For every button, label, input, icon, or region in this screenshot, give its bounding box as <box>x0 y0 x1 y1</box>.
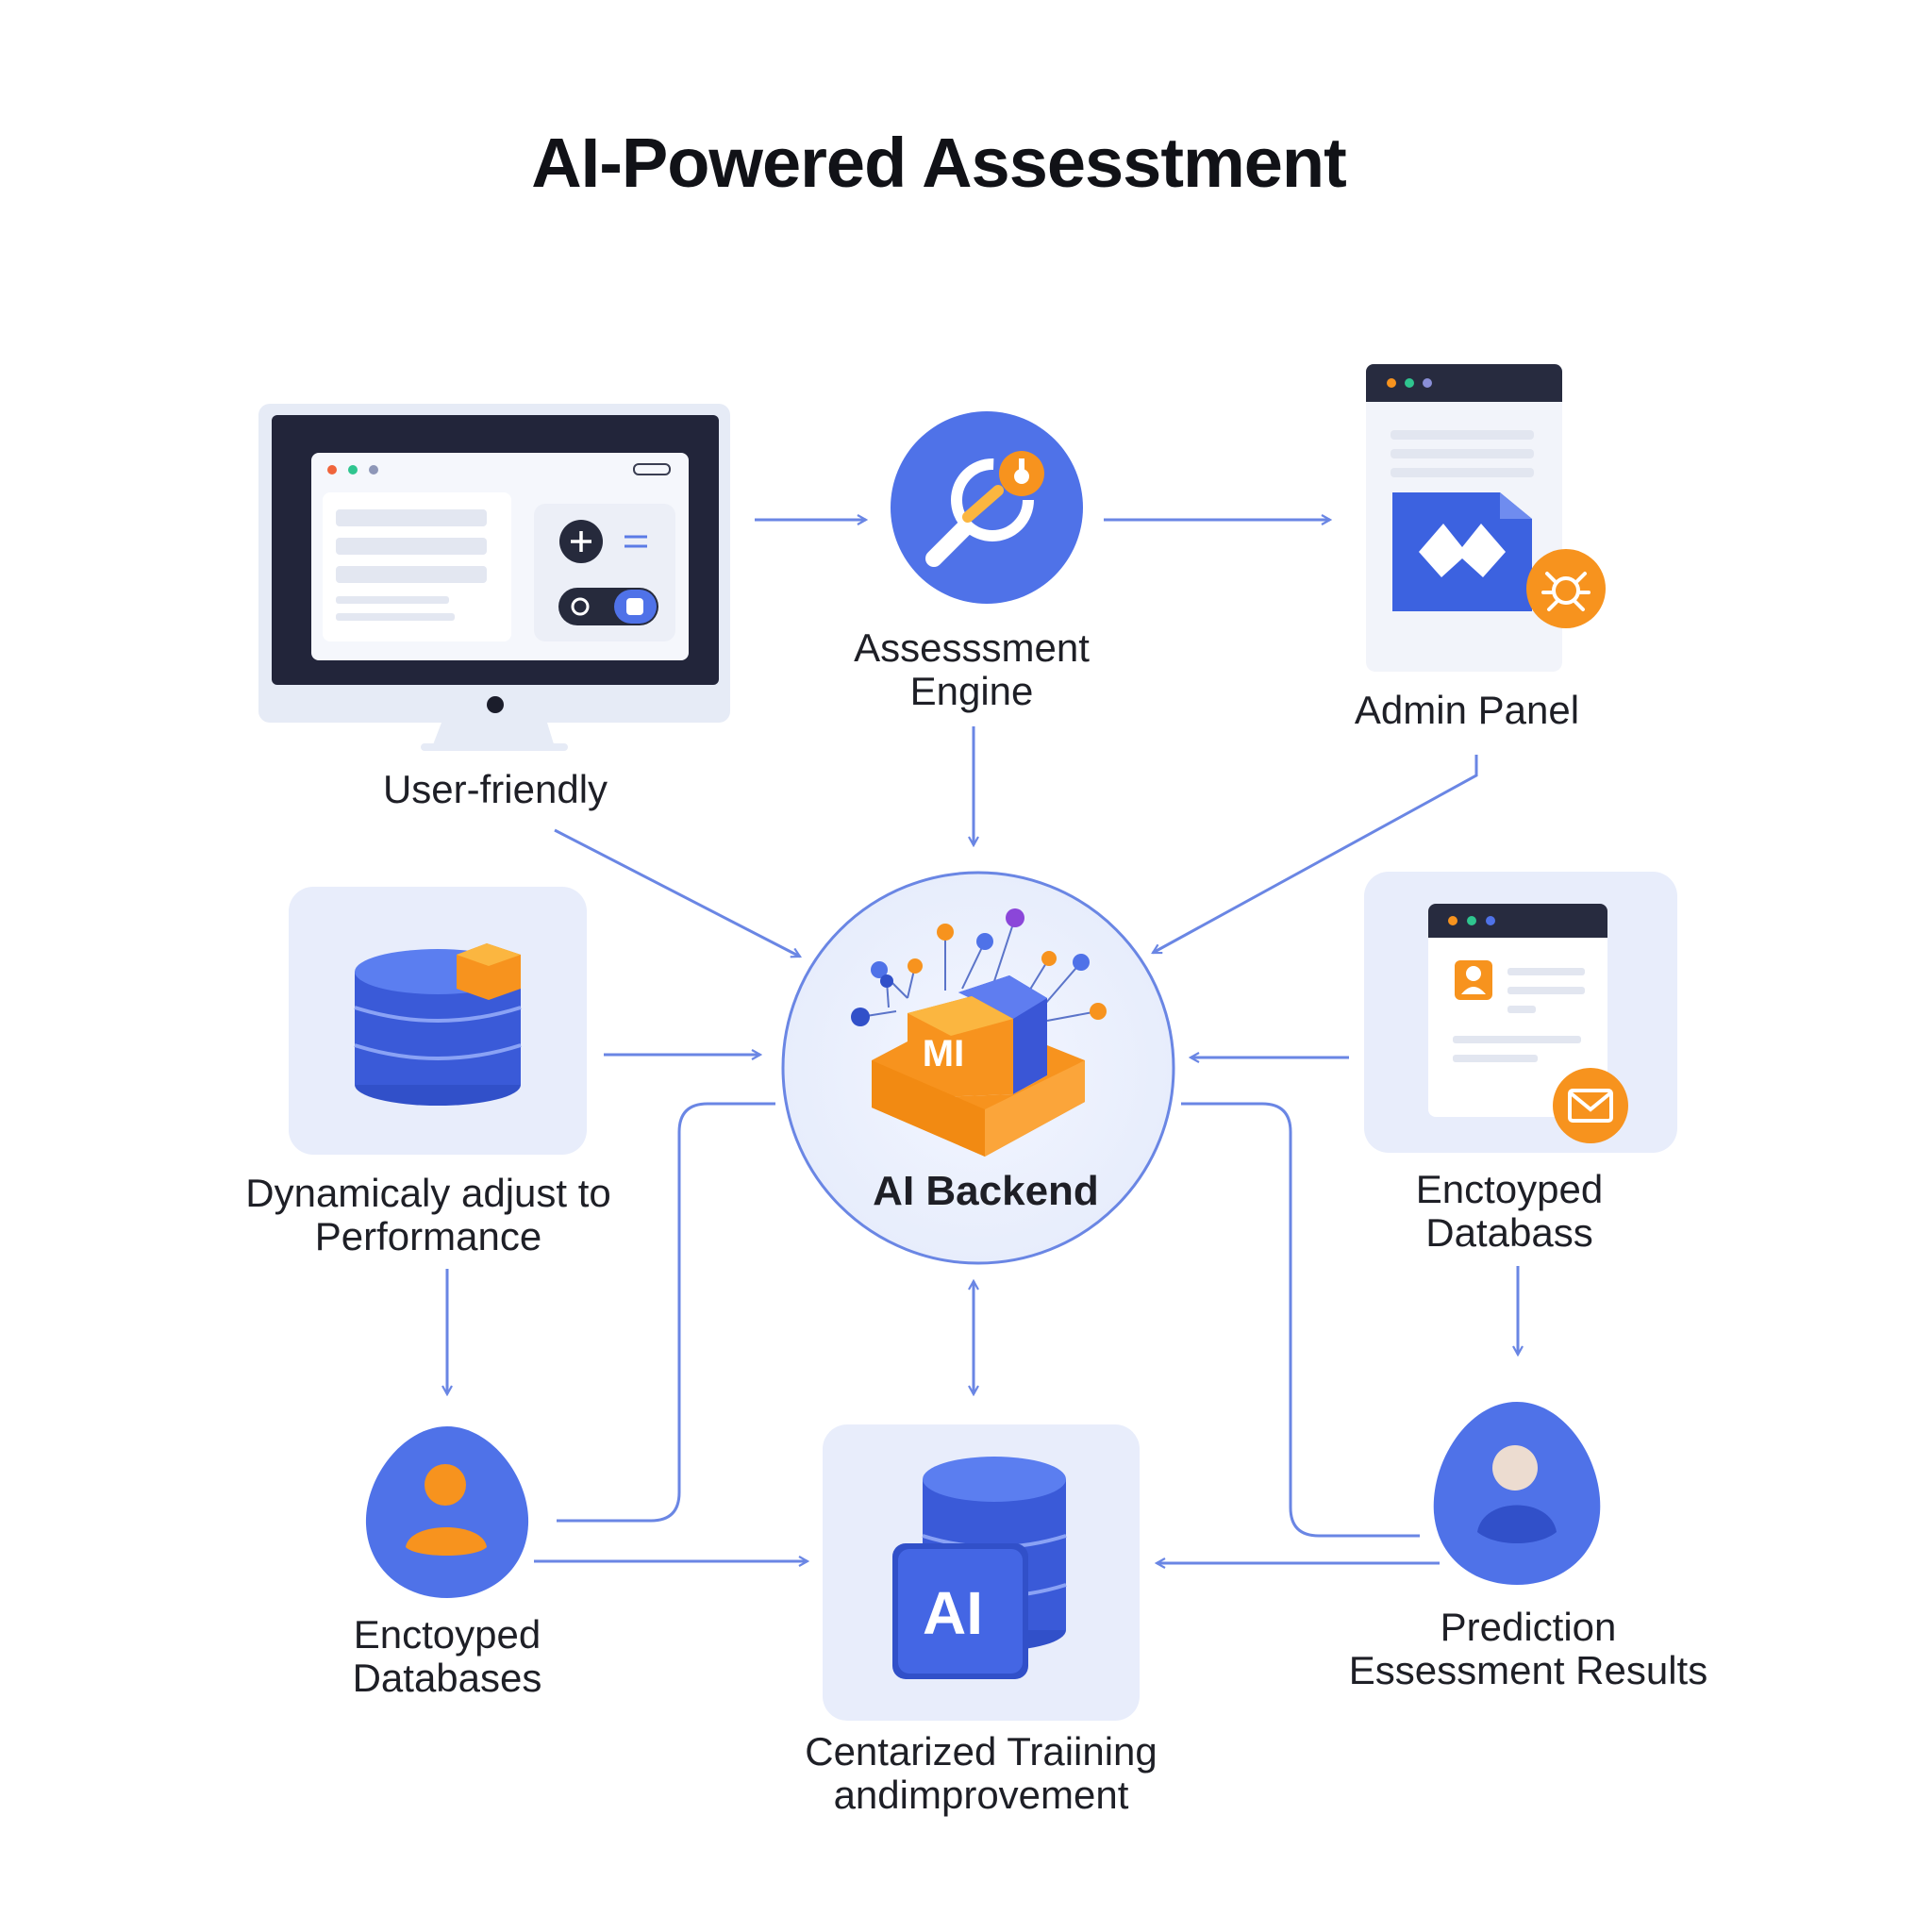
admin-panel-icon <box>1366 364 1606 672</box>
loop-left-connector <box>557 1102 775 1523</box>
dynamic-adjust-label: Dynamicaly adjust to Performance <box>245 1171 611 1258</box>
encrypted-database-right-label: Enctoyped Databass <box>1415 1167 1604 1255</box>
training-database-icon: AI <box>823 1424 1140 1721</box>
monitor-icon <box>258 404 730 751</box>
ai-backend-hub: MI <box>781 871 1175 1265</box>
ai-backend-label: AI Backend <box>873 1168 1099 1214</box>
backend-box-label: MI <box>923 1033 964 1074</box>
prediction-avatar-icon <box>1433 1402 1601 1585</box>
user-avatar-icon <box>365 1426 529 1598</box>
encrypted-document-icon <box>1364 872 1677 1153</box>
connector-arrows <box>447 520 1518 1563</box>
admin-panel-label: Admin Panel <box>1354 688 1580 732</box>
cube-box-icon <box>872 975 1085 1157</box>
encrypted-databases-left-label: Enctoyped Databases <box>352 1612 542 1700</box>
user-friendly-label: User-friendly <box>382 767 608 811</box>
diagram-title: AI-Powered Assesstment <box>531 124 1347 202</box>
centralized-training-label: Centarized Traiining andimprovement <box>805 1729 1158 1817</box>
database-cube-icon <box>289 887 587 1155</box>
arrow-admin-to-backend <box>1153 755 1478 955</box>
training-ai-badge: AI <box>923 1579 983 1647</box>
prediction-results-label: Prediction Essessment Results <box>1348 1605 1708 1692</box>
assessment-engine-label: Assesssment Engine <box>854 625 1090 713</box>
arrow-user-to-backend <box>554 828 800 957</box>
loop-right-connector <box>1181 1102 1420 1538</box>
magnifier-gear-icon <box>891 411 1083 604</box>
